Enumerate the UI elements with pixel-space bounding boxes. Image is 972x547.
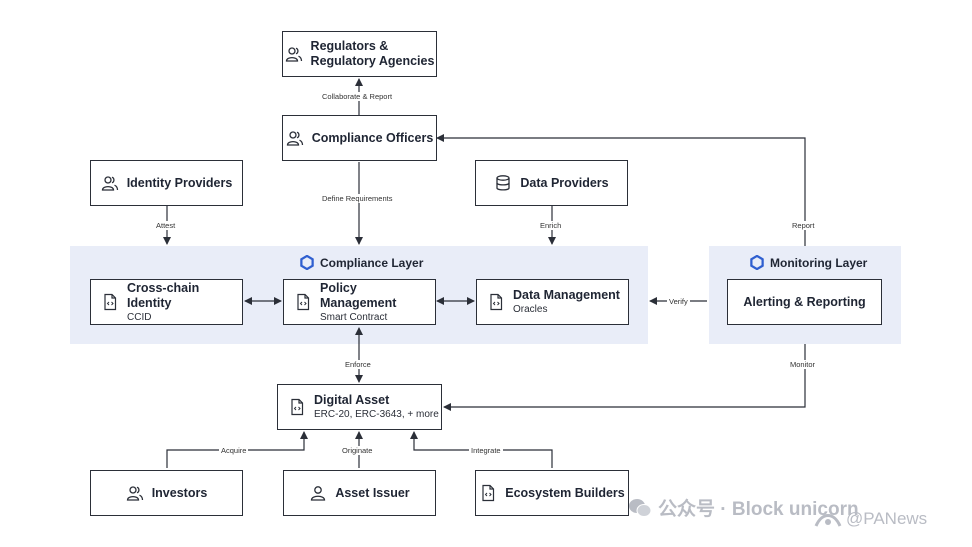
node-data-providers-label: Data Providers (520, 175, 609, 190)
wechat-icon (629, 498, 652, 517)
wechat-watermark: 公众号 · Block unicorn (628, 494, 859, 521)
code-file-icon (104, 293, 117, 311)
node-identity-providers-label: Identity Providers (126, 175, 233, 190)
database-icon (496, 175, 511, 191)
user-icon (311, 486, 326, 501)
node-cross-chain-identity-title: Cross-chain Identity (127, 280, 200, 310)
node-digital-asset: Digital Asset ERC-20, ERC-3643, + more (277, 384, 442, 430)
edge-label-collaborate: Collaborate & Report (320, 92, 395, 101)
node-data-management-title: Data Management (513, 288, 620, 302)
node-data-management-sub: Oracles (513, 304, 548, 315)
node-policy-management-sub: Smart Contract (320, 311, 388, 323)
node-cross-chain-identity: Cross-chain Identity CCID (90, 279, 243, 325)
node-data-management: Data Management Oracles (476, 279, 629, 325)
node-asset-issuer-label: Asset Issuer (335, 485, 410, 500)
node-compliance-officers-label: Compliance Officers (311, 130, 434, 145)
edge-label-acquire: Acquire (219, 446, 249, 455)
code-file-icon (297, 293, 310, 311)
node-regulators: Regulators & Regulatory Agencies (282, 31, 437, 77)
users-icon (126, 486, 143, 501)
edge-monitor-line (443, 344, 806, 411)
edge-label-monitor: Monitor (788, 360, 818, 369)
edge-report-line (436, 134, 806, 246)
edge-label-define: Define Requirements (320, 194, 395, 203)
node-data-providers: Data Providers (475, 160, 628, 206)
monitoring-layer-title: Monitoring Layer (750, 255, 867, 270)
edge-label-enrich: Enrich (538, 221, 564, 230)
code-file-icon (482, 484, 495, 502)
node-compliance-officers: Compliance Officers (282, 115, 437, 161)
users-icon (285, 47, 302, 62)
node-ecosystem-builders: Ecosystem Builders (475, 470, 629, 516)
compliance-layer-label: Compliance Layer (320, 255, 424, 270)
edge-label-attest: Attest (154, 221, 178, 230)
node-digital-asset-sub: ERC-20, ERC-3643, + more (314, 409, 439, 420)
panews-logo-icon (814, 514, 842, 527)
edge-label-originate: Originate (340, 446, 375, 455)
code-file-icon (490, 293, 503, 311)
node-investors-label: Investors (151, 485, 208, 500)
edge-label-report: Report (790, 221, 817, 230)
hexagon-icon (300, 255, 314, 270)
wechat-watermark-text: 公众号 · Block unicorn (658, 499, 859, 520)
edge-label-integrate: Integrate (469, 446, 503, 455)
node-alerting-reporting-label: Alerting & Reporting (743, 294, 866, 309)
node-digital-asset-title: Digital Asset (314, 393, 390, 407)
edge-label-verify: Verify (667, 297, 690, 306)
node-ecosystem-builders-label: Ecosystem Builders (505, 485, 625, 500)
node-identity-providers: Identity Providers (90, 160, 243, 206)
edge-label-enforce: Enforce (343, 360, 373, 369)
users-icon (286, 131, 303, 146)
node-policy-management-title: Policy Management (320, 280, 397, 310)
node-regulators-label: Regulators & Regulatory Agencies (310, 39, 435, 68)
code-file-icon (291, 398, 304, 416)
node-asset-issuer: Asset Issuer (283, 470, 436, 516)
node-policy-management: Policy Management Smart Contract (283, 279, 436, 325)
panews-watermark-text: @PANews (846, 509, 928, 528)
compliance-layer-title: Compliance Layer (300, 255, 423, 270)
users-icon (101, 176, 118, 191)
node-cross-chain-identity-sub: CCID (127, 311, 152, 323)
panews-watermark: @PANews (814, 508, 927, 530)
monitoring-layer-label: Monitoring Layer (770, 255, 868, 270)
hexagon-icon (750, 255, 764, 270)
node-alerting-reporting: Alerting & Reporting (727, 279, 882, 325)
node-investors: Investors (90, 470, 243, 516)
